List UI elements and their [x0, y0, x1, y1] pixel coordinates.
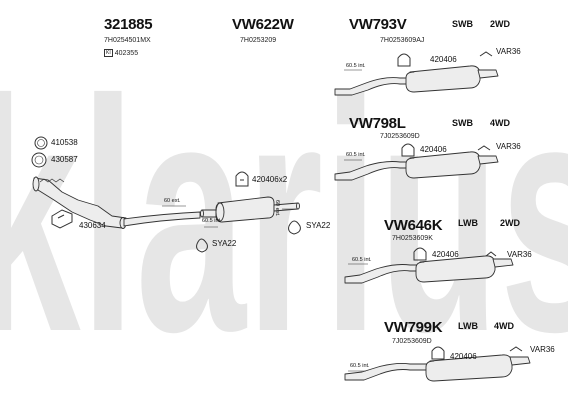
oem-number: 7H0253609AJ	[380, 37, 425, 44]
center-silencer	[200, 196, 300, 223]
wheelbase-tag: SWB	[452, 19, 473, 29]
rear-silencer-3	[344, 255, 514, 284]
dimension-label: 60.5 int.	[346, 63, 366, 69]
drive-tag: 2WD	[500, 218, 520, 228]
clamp-label: 420406x2	[252, 175, 288, 184]
oem-number: 7J0253609D	[380, 133, 420, 140]
clamp-icon	[401, 143, 415, 157]
dimension-label: 60 ext.	[274, 200, 280, 217]
clamp-label: 420406	[432, 250, 459, 259]
clamp-icon	[413, 247, 427, 261]
reference-badge: KI	[104, 49, 113, 57]
rear-silencer-1	[334, 65, 499, 96]
dimension-label: 60.5 int.	[352, 257, 372, 263]
drive-tag: 2WD	[490, 19, 510, 29]
clamp-label: 420406	[450, 352, 477, 361]
clamp-icon	[235, 171, 249, 187]
oem-number: 7H0254501MX	[104, 37, 151, 44]
oem-number: 7H0253209	[240, 37, 277, 44]
hanger-label: VAR36	[507, 250, 532, 259]
hanger-icon	[485, 251, 497, 257]
hanger-icon	[196, 238, 208, 253]
dimension-label: 60.5 int.	[350, 363, 370, 369]
hanger-label: SYA22	[306, 221, 331, 230]
hanger-label: VAR36	[530, 345, 555, 354]
clamp-icon	[431, 346, 445, 360]
part-code: VW799K	[384, 319, 443, 336]
hanger-icon	[479, 51, 493, 57]
part-code: VW798L	[349, 115, 406, 132]
gasket-ring-icon	[31, 152, 47, 168]
oem-number: 7J0253609D	[392, 338, 432, 345]
drive-tag: 4WD	[490, 118, 510, 128]
rear-silencer-2	[334, 151, 499, 181]
gasket-ring-icon	[34, 136, 48, 150]
hanger-label: VAR36	[496, 47, 521, 56]
cat-bracket-label: 430634	[79, 221, 106, 230]
hanger-icon	[477, 145, 491, 151]
dimension-label: 60 ext.	[164, 198, 181, 204]
gasket-ring-label: 430587	[51, 155, 78, 164]
dimension-label: 60.5 int.	[202, 218, 222, 224]
wheelbase-tag: LWB	[458, 218, 478, 228]
dimension-label: 60.5 int.	[346, 152, 366, 158]
hanger-label: SYA22	[212, 239, 237, 248]
part-code: VW646K	[384, 217, 443, 234]
gasket-ring-label: 410538	[51, 138, 78, 147]
wheelbase-tag: SWB	[452, 118, 473, 128]
part-code: VW622W	[232, 16, 294, 33]
hanger-icon	[288, 220, 301, 235]
cat-bracket-icon	[51, 209, 73, 229]
hanger-label: VAR36	[496, 142, 521, 151]
drive-tag: 4WD	[494, 321, 514, 331]
wheelbase-tag: LWB	[458, 321, 478, 331]
clamp-icon	[397, 53, 411, 67]
clamp-label: 420406	[430, 55, 457, 64]
rear-silencer-4	[344, 354, 531, 382]
part-code: VW793V	[349, 16, 407, 33]
front-pipe	[123, 211, 201, 227]
clamp-label: 420406	[420, 145, 447, 154]
hanger-icon	[509, 346, 523, 352]
oem-number: 7H0253609K	[392, 235, 433, 242]
part-code: 321885	[104, 16, 153, 33]
